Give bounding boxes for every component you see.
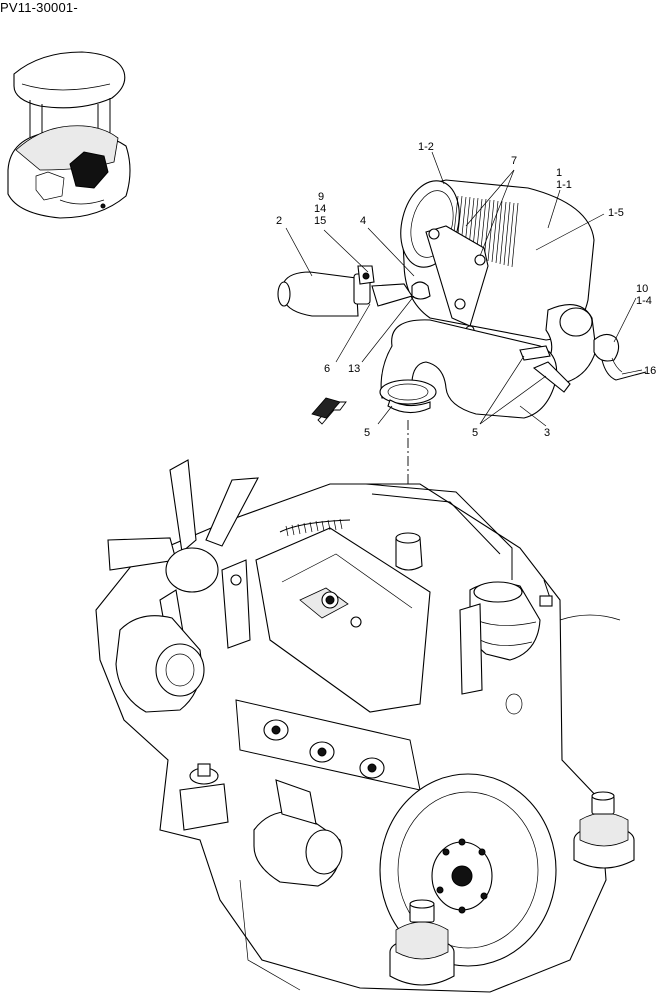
callout-16: 16 — [644, 365, 656, 377]
excavator-thumbnail-icon — [7, 51, 131, 219]
callout-6: 6 — [324, 363, 330, 375]
air-cleaner-assembly — [277, 179, 647, 419]
callout-9: 9 — [318, 191, 324, 203]
callout-2: 2 — [276, 215, 282, 227]
callout-3: 3 — [544, 427, 550, 439]
engine-mount-rear-left — [389, 899, 455, 986]
callout-13: 13 — [348, 363, 360, 375]
engine-assembly — [95, 459, 635, 993]
callout-7: 7 — [511, 155, 517, 167]
callout-15: 15 — [314, 215, 326, 227]
callout-leaders — [285, 151, 643, 427]
callout-labels: 1-2 7 1 1-1 9 14 15 2 4 1-5 10 1-4 6 13 … — [276, 141, 656, 439]
callout-1-2: 1-2 — [418, 141, 434, 153]
engine-mount-front-left — [179, 763, 229, 831]
drawing-id: PV11-30001- — [0, 0, 78, 15]
callout-1-1: 1-1 — [556, 179, 572, 191]
front-direction-arrow-icon — [311, 397, 347, 425]
callout-5-left: 5 — [364, 427, 370, 439]
callout-1: 1 — [556, 167, 562, 179]
callout-5-right: 5 — [472, 427, 478, 439]
engine-mount-rear-right — [573, 791, 635, 869]
callout-10: 10 — [636, 283, 648, 295]
callout-4: 4 — [360, 215, 366, 227]
callout-1-5: 1-5 — [608, 207, 624, 219]
callout-1-4: 1-4 — [636, 295, 652, 307]
callout-14: 14 — [314, 203, 326, 215]
